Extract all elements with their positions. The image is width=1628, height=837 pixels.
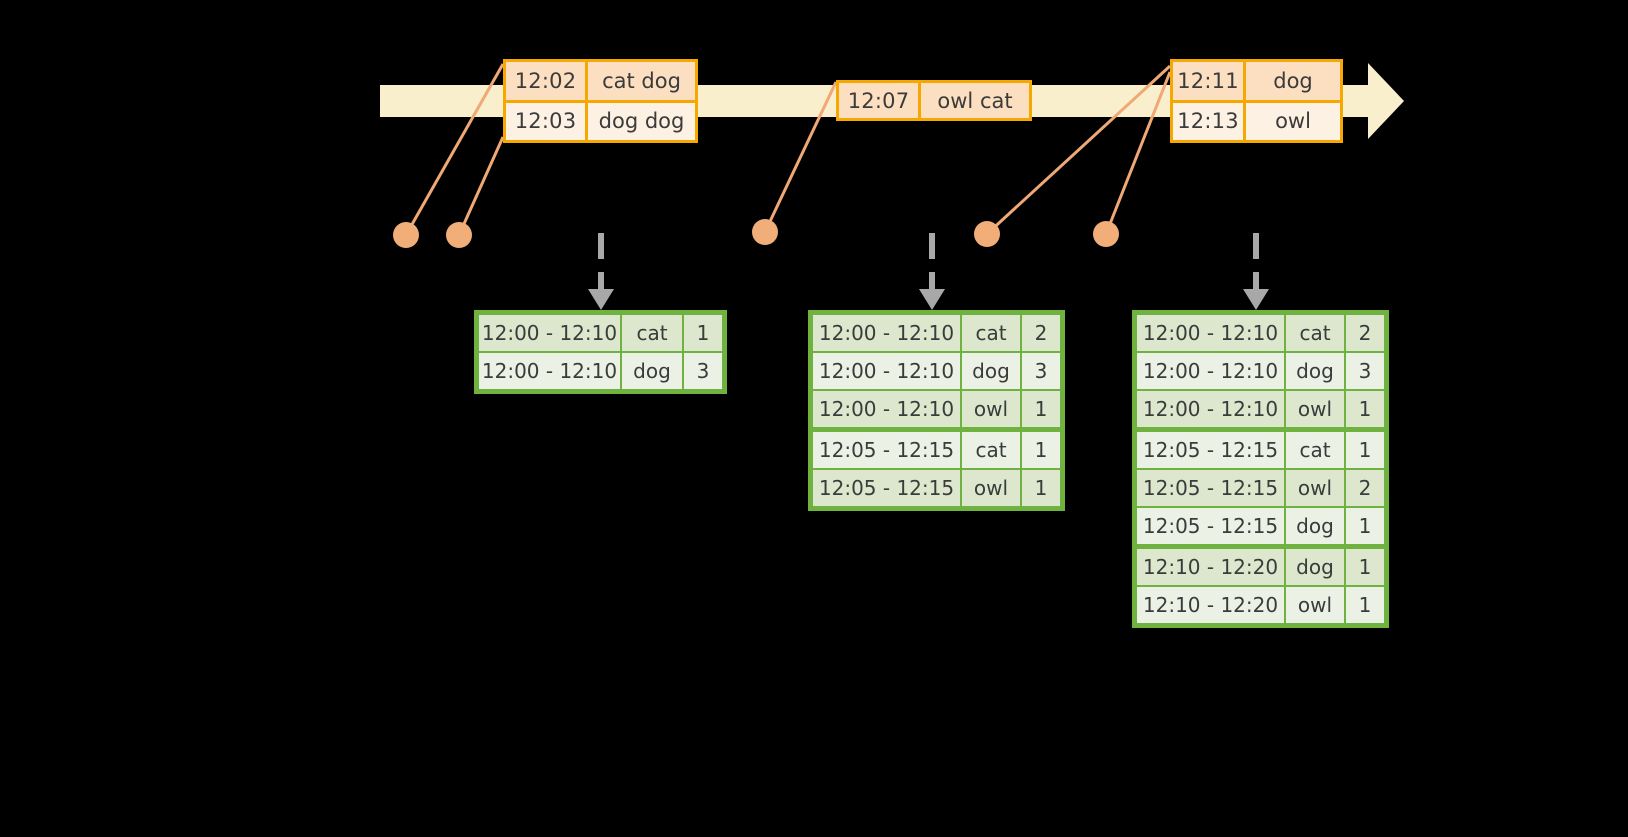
table-row: 12:05 - 12:15 dog 1 xyxy=(1137,508,1384,544)
cell-window: 12:05 - 12:15 xyxy=(1137,508,1284,544)
cell-count: 3 xyxy=(1346,353,1384,389)
cell-count: 1 xyxy=(684,315,722,351)
cell-count: 3 xyxy=(684,353,722,389)
table-row: 12:00 - 12:10 dog 3 xyxy=(1137,353,1384,389)
cell-window: 12:05 - 12:15 xyxy=(1137,432,1284,468)
cell-word: owl xyxy=(1286,391,1344,427)
event-row: 12:02 cat dog xyxy=(506,62,695,100)
dashed-arrow-heads xyxy=(588,289,1269,310)
table-row: 12:05 - 12:15 owl 1 xyxy=(813,470,1060,506)
cell-count: 1 xyxy=(1346,549,1384,585)
dashed-arrow-3-head xyxy=(1243,289,1269,310)
event-group-1: 12:02 cat dog 12:03 dog dog xyxy=(503,59,698,143)
event-row: 12:13 owl xyxy=(1173,99,1340,140)
event-time: 12:13 xyxy=(1173,102,1246,140)
cell-word: dog xyxy=(962,353,1020,389)
table-row: 12:05 - 12:15 cat 1 xyxy=(813,432,1060,468)
event-words: dog dog xyxy=(598,109,685,134)
event-group-3: 12:11 dog 12:13 owl xyxy=(1170,59,1343,143)
cell-word: owl xyxy=(1286,470,1344,506)
cell-count: 1 xyxy=(1022,470,1060,506)
cell-window: 12:10 - 12:20 xyxy=(1137,587,1284,623)
connector-dot-5 xyxy=(1093,221,1119,247)
event-words: owl cat xyxy=(937,88,1013,113)
cell-word: dog xyxy=(622,353,682,389)
event-row: 12:03 dog dog xyxy=(506,99,695,140)
table-row: 12:00 - 12:10 cat 2 xyxy=(813,315,1060,351)
cell-window: 12:05 - 12:15 xyxy=(813,432,960,468)
table-row: 12:00 - 12:10 owl 1 xyxy=(813,391,1060,427)
cell-word: cat xyxy=(962,315,1020,351)
cell-word: dog xyxy=(1286,508,1344,544)
cell-window: 12:05 - 12:15 xyxy=(1137,470,1284,506)
result-table-2: 12:00 - 12:10 cat 2 12:00 - 12:10 dog 3 … xyxy=(808,310,1065,511)
cell-window: 12:00 - 12:10 xyxy=(813,353,960,389)
event-row: 12:11 dog xyxy=(1173,62,1340,100)
cell-word: owl xyxy=(962,470,1020,506)
cell-window: 12:10 - 12:20 xyxy=(1137,549,1284,585)
event-time: 12:07 xyxy=(839,83,921,118)
cell-word: dog xyxy=(1286,549,1344,585)
cell-word: cat xyxy=(962,432,1020,468)
cell-window: 12:00 - 12:10 xyxy=(479,315,620,351)
cell-count: 2 xyxy=(1346,315,1384,351)
cell-word: owl xyxy=(1286,587,1344,623)
event-time: 12:03 xyxy=(506,102,588,140)
connector-dot-4 xyxy=(974,221,1000,247)
cell-window: 12:00 - 12:10 xyxy=(1137,315,1284,351)
cell-window: 12:00 - 12:10 xyxy=(479,353,620,389)
cell-window: 12:00 - 12:10 xyxy=(813,315,960,351)
connector-dot-2 xyxy=(446,222,472,248)
cell-word: cat xyxy=(1286,432,1344,468)
result-table-3: 12:00 - 12:10 cat 2 12:00 - 12:10 dog 3 … xyxy=(1132,310,1389,628)
cell-word: owl xyxy=(962,391,1020,427)
cell-word: dog xyxy=(1286,353,1344,389)
dashed-arrow-1-head xyxy=(588,289,614,310)
cell-window: 12:00 - 12:10 xyxy=(813,391,960,427)
table-row: 12:00 - 12:10 dog 3 xyxy=(479,353,722,389)
connector-dot-1 xyxy=(393,222,419,248)
connector-dots xyxy=(393,219,1119,248)
cell-window: 12:00 - 12:10 xyxy=(1137,391,1284,427)
event-words: dog xyxy=(1273,68,1313,93)
table-row: 12:00 - 12:10 cat 2 xyxy=(1137,315,1384,351)
table-row: 12:00 - 12:10 cat 1 xyxy=(479,315,722,351)
table-row: 12:05 - 12:15 owl 2 xyxy=(1137,470,1384,506)
event-words: cat dog xyxy=(602,68,681,93)
table-row: 12:00 - 12:10 dog 3 xyxy=(813,353,1060,389)
result-table-1: 12:00 - 12:10 cat 1 12:00 - 12:10 dog 3 xyxy=(474,310,727,394)
cell-count: 2 xyxy=(1346,470,1384,506)
cell-word: cat xyxy=(1286,315,1344,351)
cell-count: 1 xyxy=(1022,432,1060,468)
connector-dot-3 xyxy=(752,219,778,245)
cell-word: cat xyxy=(622,315,682,351)
dashed-arrows xyxy=(598,233,1259,292)
event-time: 12:11 xyxy=(1173,62,1246,100)
cell-count: 2 xyxy=(1022,315,1060,351)
cell-count: 1 xyxy=(1346,587,1384,623)
cell-count: 1 xyxy=(1346,508,1384,544)
cell-window: 12:05 - 12:15 xyxy=(813,470,960,506)
cell-count: 1 xyxy=(1346,391,1384,427)
table-row: 12:10 - 12:20 dog 1 xyxy=(1137,549,1384,585)
dashed-arrow-2-head xyxy=(919,289,945,310)
event-group-2: 12:07 owl cat xyxy=(836,80,1032,121)
event-words: owl xyxy=(1275,109,1311,134)
cell-count: 1 xyxy=(1346,432,1384,468)
cell-count: 1 xyxy=(1022,391,1060,427)
cell-count: 3 xyxy=(1022,353,1060,389)
cell-window: 12:00 - 12:10 xyxy=(1137,353,1284,389)
event-time: 12:02 xyxy=(506,62,588,100)
table-row: 12:05 - 12:15 cat 1 xyxy=(1137,432,1384,468)
table-row: 12:00 - 12:10 owl 1 xyxy=(1137,391,1384,427)
event-row: 12:07 owl cat xyxy=(839,83,1029,118)
table-row: 12:10 - 12:20 owl 1 xyxy=(1137,587,1384,623)
